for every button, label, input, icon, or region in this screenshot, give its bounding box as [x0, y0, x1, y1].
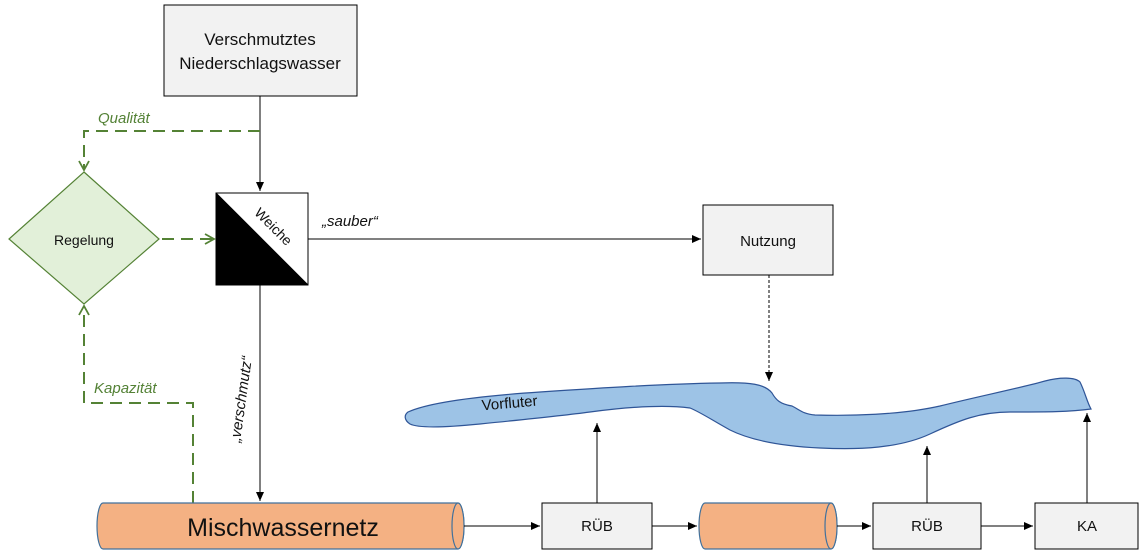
second-pipe — [698, 502, 838, 550]
vorfluter-river: Vorfluter — [404, 377, 1092, 450]
ka-box: KA — [1034, 502, 1139, 550]
rub2-box: RÜB — [872, 502, 982, 550]
sauber-label: „sauber“ — [321, 213, 379, 230]
regelung-label: Regelung — [54, 232, 114, 248]
verschmutz-label: „verschmutz“ — [227, 354, 256, 444]
qualitaet-control-line — [78, 130, 260, 172]
nutzung-label: Nutzung — [740, 233, 796, 250]
rub1-box: RÜB — [541, 502, 653, 550]
kapazitaet-control-line — [78, 304, 194, 503]
mischwassernetz-pipe: Mischwassernetz — [96, 502, 465, 550]
weiche-switch: Weiche — [215, 192, 309, 286]
source-box: Verschmutztes Niederschlagswasser — [163, 4, 358, 97]
rub1-label: RÜB — [581, 517, 613, 535]
nutzung-box: Nutzung — [702, 204, 834, 276]
qualitaet-label: Qualität — [98, 110, 151, 127]
ka-label: KA — [1077, 518, 1097, 535]
control-lines: Qualität Kapazität — [78, 110, 260, 503]
vorfluter-label: Vorfluter — [481, 393, 538, 415]
kapazitaet-label: Kapazität — [94, 380, 157, 397]
source-label-line1: Verschmutztes — [204, 30, 316, 49]
regelung-diamond: Regelung — [8, 171, 160, 305]
source-label-line2: Niederschlagswasser — [179, 54, 341, 73]
rub2-label: RÜB — [911, 517, 943, 535]
mischwassernetz-label: Mischwassernetz — [187, 514, 379, 542]
